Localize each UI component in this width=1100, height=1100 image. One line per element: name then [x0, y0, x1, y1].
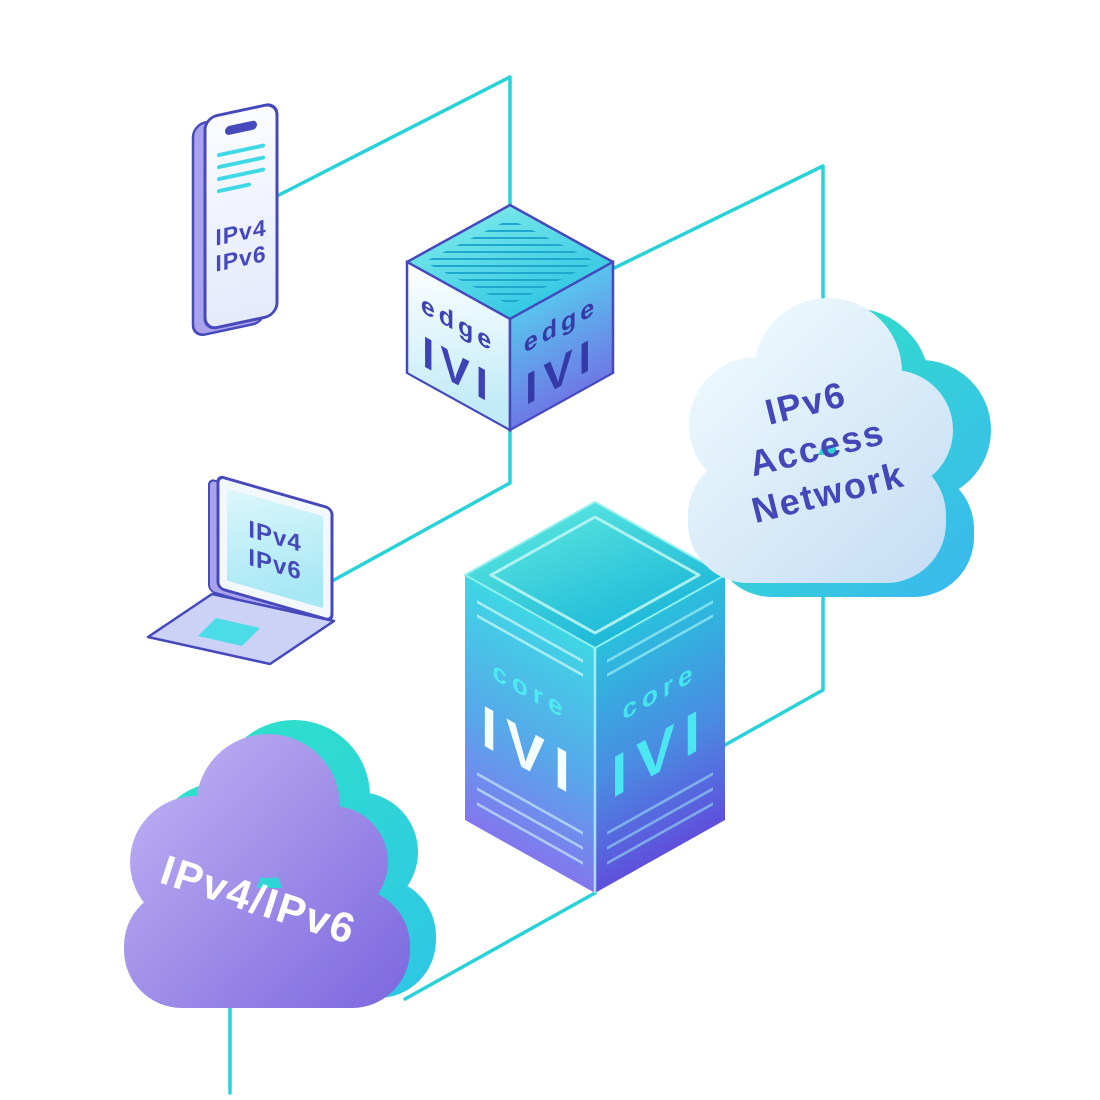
connector-core-to-cloud: [403, 891, 597, 1001]
ipv4-ipv6-cloud: IPv4/IPv6: [124, 720, 436, 1008]
smartphone: IPv4 IPv6: [191, 103, 279, 336]
phone-body: [203, 103, 279, 330]
core-left-top-stripes: [477, 600, 583, 677]
ipv6-access-network-cloud: IPv6 Access Network: [688, 298, 991, 597]
connector-phone-to-edge: [275, 75, 512, 208]
core-left-face: [465, 575, 595, 893]
core-ivi-router: core IVI core IVI: [464, 501, 726, 893]
core-right-face: [595, 575, 725, 893]
edge-ivi-router: edge IVI edge IVI: [405, 203, 615, 433]
laptop-trackpad: [198, 618, 260, 646]
core-top-inner-border: [489, 515, 701, 635]
laptop: IPv4 IPv6: [146, 475, 336, 666]
core-right-bottom-stripes: [607, 772, 713, 865]
edge-cube-right-face: [508, 260, 615, 433]
ipv6-cloud-front: [688, 298, 953, 583]
connector-edge-to-laptop: [332, 426, 512, 582]
core-right-top-stripes: [607, 600, 713, 677]
phone-screen-lines: [217, 143, 265, 194]
laptop-screen: [227, 488, 323, 609]
phone-speaker-notch: [225, 120, 257, 135]
core-left-bottom-stripes: [477, 772, 583, 865]
dual-cloud-front: [124, 734, 410, 1008]
